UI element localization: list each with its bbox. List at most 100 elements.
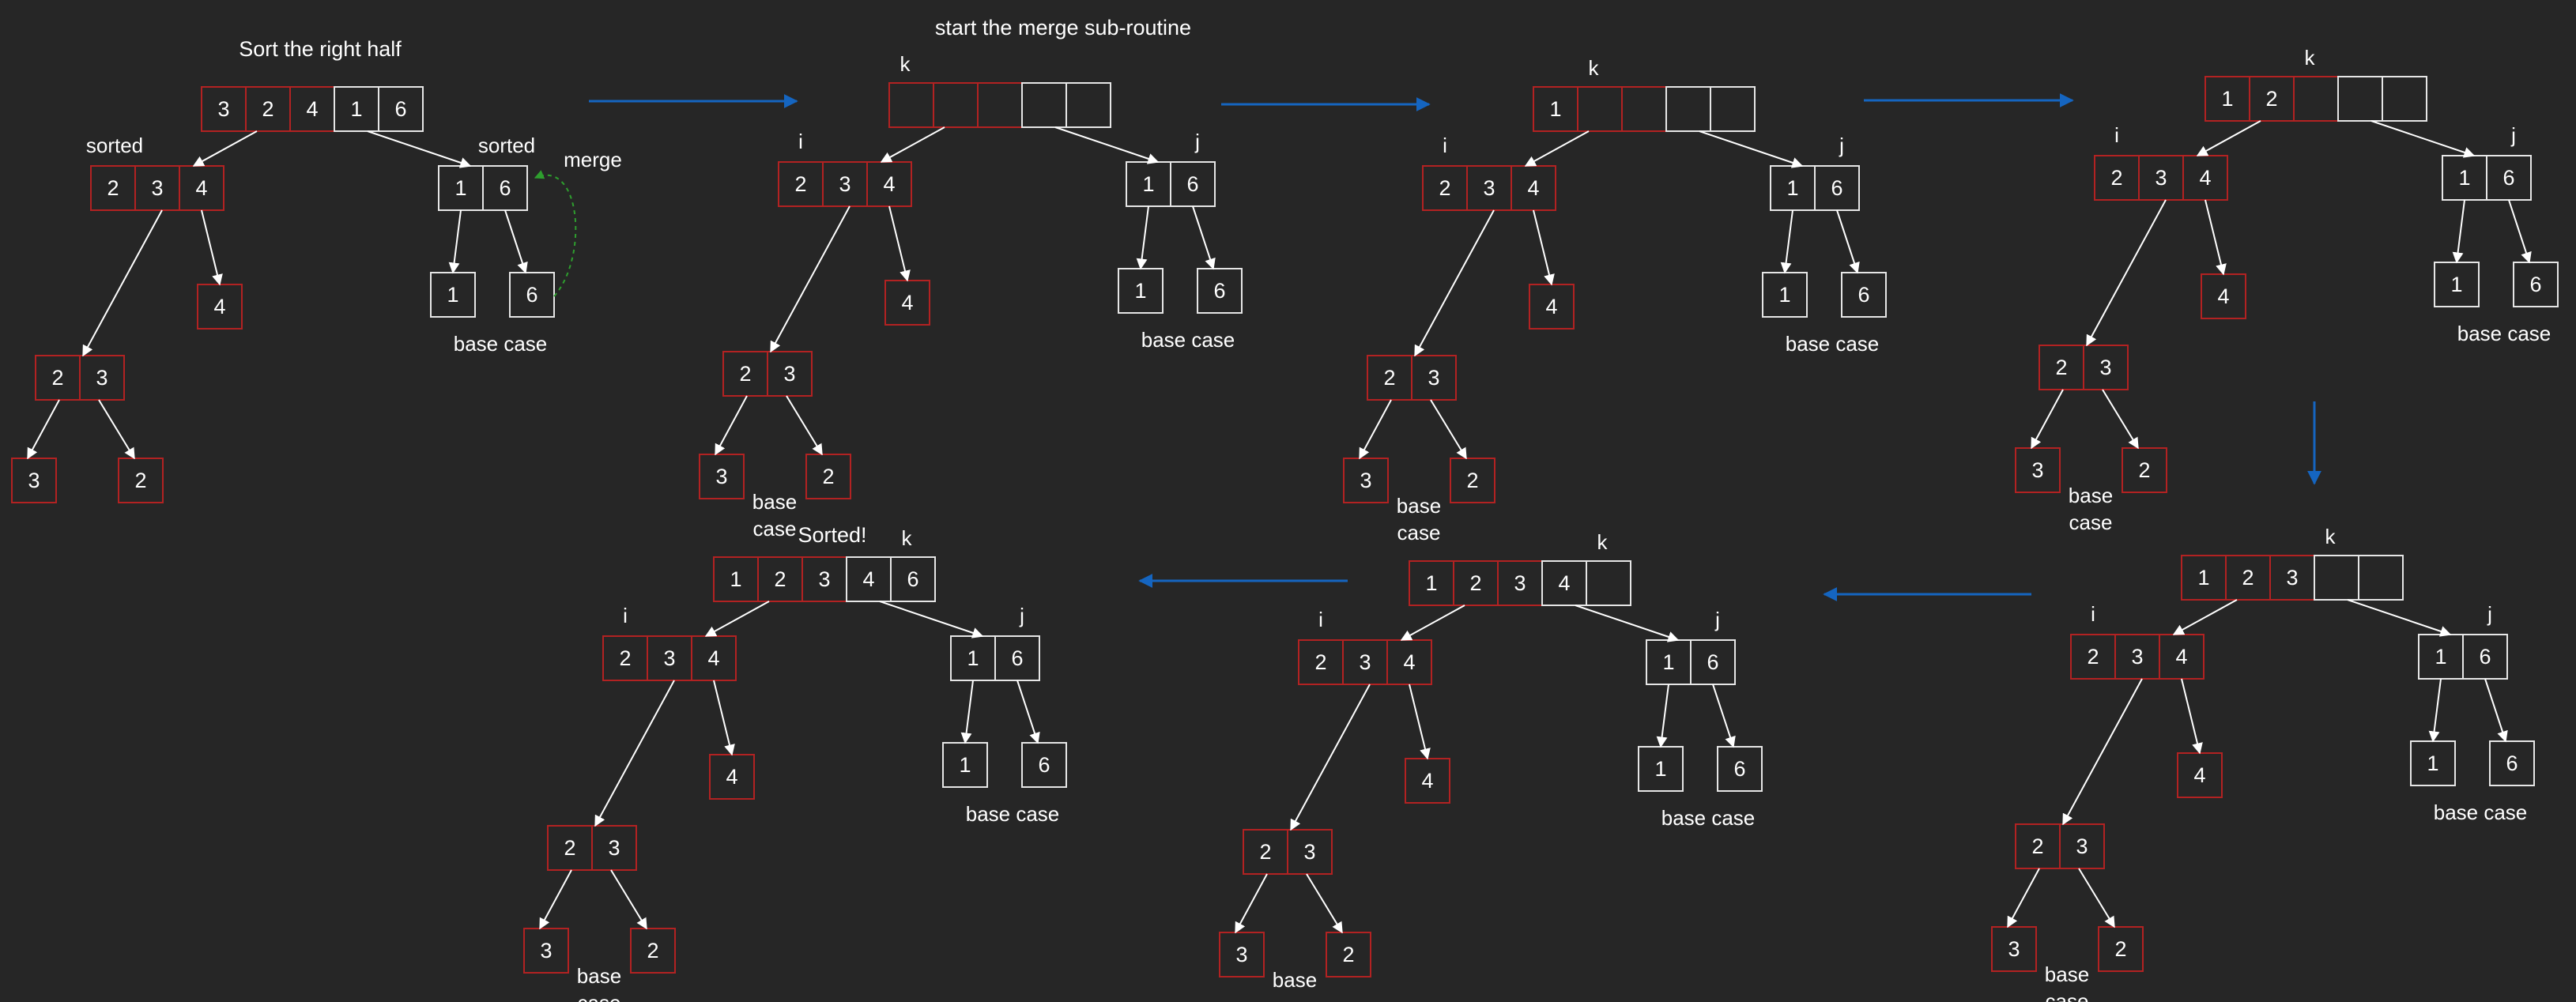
left-subarray-cell-value: 3 (151, 176, 163, 200)
base-case-label: base case (966, 802, 1060, 826)
leaf-cell-value: 4 (213, 295, 225, 318)
top-array-cell-value: 2 (2265, 87, 2277, 111)
pair-cell-value: 3 (2099, 356, 2111, 379)
tree-edge (504, 209, 528, 274)
pair-cell-value: 3 (1303, 840, 1315, 864)
left-subarray-cell: 2 (778, 161, 824, 207)
tree-edge (1016, 680, 1040, 744)
tree-edge (2508, 199, 2532, 264)
j-pointer-label: j (2487, 602, 2492, 626)
top-array-cell (1665, 86, 1711, 132)
tree-edge (2062, 678, 2143, 826)
top-array-cell: 2 (2225, 555, 2271, 601)
base-case-label: case (1397, 521, 1441, 544)
leaf-cell: 1 (1118, 268, 1164, 314)
tree-edge (201, 209, 223, 286)
left-subarray-cell-value: 4 (1527, 176, 1539, 200)
left-subarray-cell: 4 (691, 635, 737, 681)
tree-edge (1235, 873, 1268, 934)
right-subarray-cell: 1 (950, 635, 996, 681)
leaf-cell: 3 (11, 458, 57, 503)
merge-label: merge (564, 148, 622, 171)
leaf-cell-value: 3 (1360, 469, 1371, 492)
left-subarray-cell-value: 4 (195, 176, 207, 200)
right-subarray-cell: 6 (2462, 634, 2508, 680)
leaf-cell: 2 (630, 928, 676, 974)
base-case-label: base case (2457, 322, 2551, 345)
base-case-label: base (2069, 484, 2113, 507)
leaf-cell: 3 (1219, 932, 1265, 978)
tree-edge (610, 869, 647, 930)
panel-caption: Sort the right half (239, 37, 402, 61)
k-pointer-label: k (1589, 56, 1600, 80)
top-array-cell: 1 (2204, 76, 2250, 122)
tree-edge (2078, 868, 2115, 929)
i-pointer-label: i (1318, 608, 1323, 631)
leaf-cell: 6 (509, 272, 555, 318)
pair-cell: 2 (1367, 355, 1412, 401)
leaf-cell-value: 4 (1545, 295, 1557, 318)
leaf-cell-value: 4 (2217, 284, 2229, 308)
leaf-cell-value: 3 (715, 465, 727, 488)
top-array-cell: 1 (334, 86, 379, 132)
j-pointer-label: j (2510, 123, 2516, 147)
leaf-cell-box (2098, 926, 2144, 972)
tree-edge (2007, 868, 2040, 929)
leaf-cell-value: 1 (2450, 273, 2462, 296)
left-subarray-cell: 4 (2159, 634, 2204, 680)
pair-cell: 3 (79, 355, 125, 401)
tree-edge (2347, 599, 2452, 637)
top-array-cell (2337, 76, 2383, 122)
pair-cell: 3 (2059, 823, 2105, 869)
top-array-cell (1586, 560, 1631, 606)
top-array-cell-value: 2 (1469, 571, 1481, 595)
base-case-label: base (2045, 962, 2089, 986)
top-array-cell-box (378, 86, 424, 132)
tree-edge (2031, 389, 2064, 450)
tree-edge (1409, 684, 1431, 760)
top-array-cell-value: 1 (350, 97, 362, 121)
top-array-cell (2314, 555, 2359, 601)
panel-caption: Sorted! (798, 523, 866, 547)
leaf-cell-value: 6 (526, 283, 537, 307)
tree-edge (2086, 199, 2167, 347)
left-subarray-cell: 2 (2070, 634, 2116, 680)
top-array-cell-value: 3 (818, 567, 830, 591)
top-array-cell: 2 (757, 556, 803, 602)
leaf-cell-box (1717, 746, 1763, 792)
top-array-cell-value: 6 (907, 567, 918, 591)
pair-cell-box (2059, 823, 2105, 869)
tree-edge (27, 399, 60, 460)
top-array-cell-box (933, 82, 979, 128)
right-subarray-cell-value: 1 (1786, 176, 1798, 200)
leaf-cell: 2 (1450, 458, 1495, 503)
j-pointer-label: j (1019, 604, 1024, 627)
left-subarray-cell: 3 (647, 635, 692, 681)
pair-cell-box (767, 351, 813, 397)
right-subarray-cell-value: 1 (1142, 172, 1154, 196)
tree-edge (1192, 205, 1216, 270)
tree-edge (1524, 130, 1590, 167)
right-subarray-cell: 6 (1690, 639, 1736, 685)
left-subarray-cell: 3 (2114, 634, 2160, 680)
leaf-cell-value: 6 (1038, 753, 1050, 777)
left-subarray-cell: 3 (134, 165, 180, 211)
leaf-cell-value: 6 (1733, 757, 1745, 781)
leaf-cell: 2 (805, 454, 851, 499)
tree-edge (1533, 209, 1555, 286)
top-array-cell-box (2358, 555, 2404, 601)
top-array-cell (1710, 86, 1756, 132)
top-array-cell-box (2382, 76, 2427, 122)
pair-cell-box (1411, 355, 1457, 401)
